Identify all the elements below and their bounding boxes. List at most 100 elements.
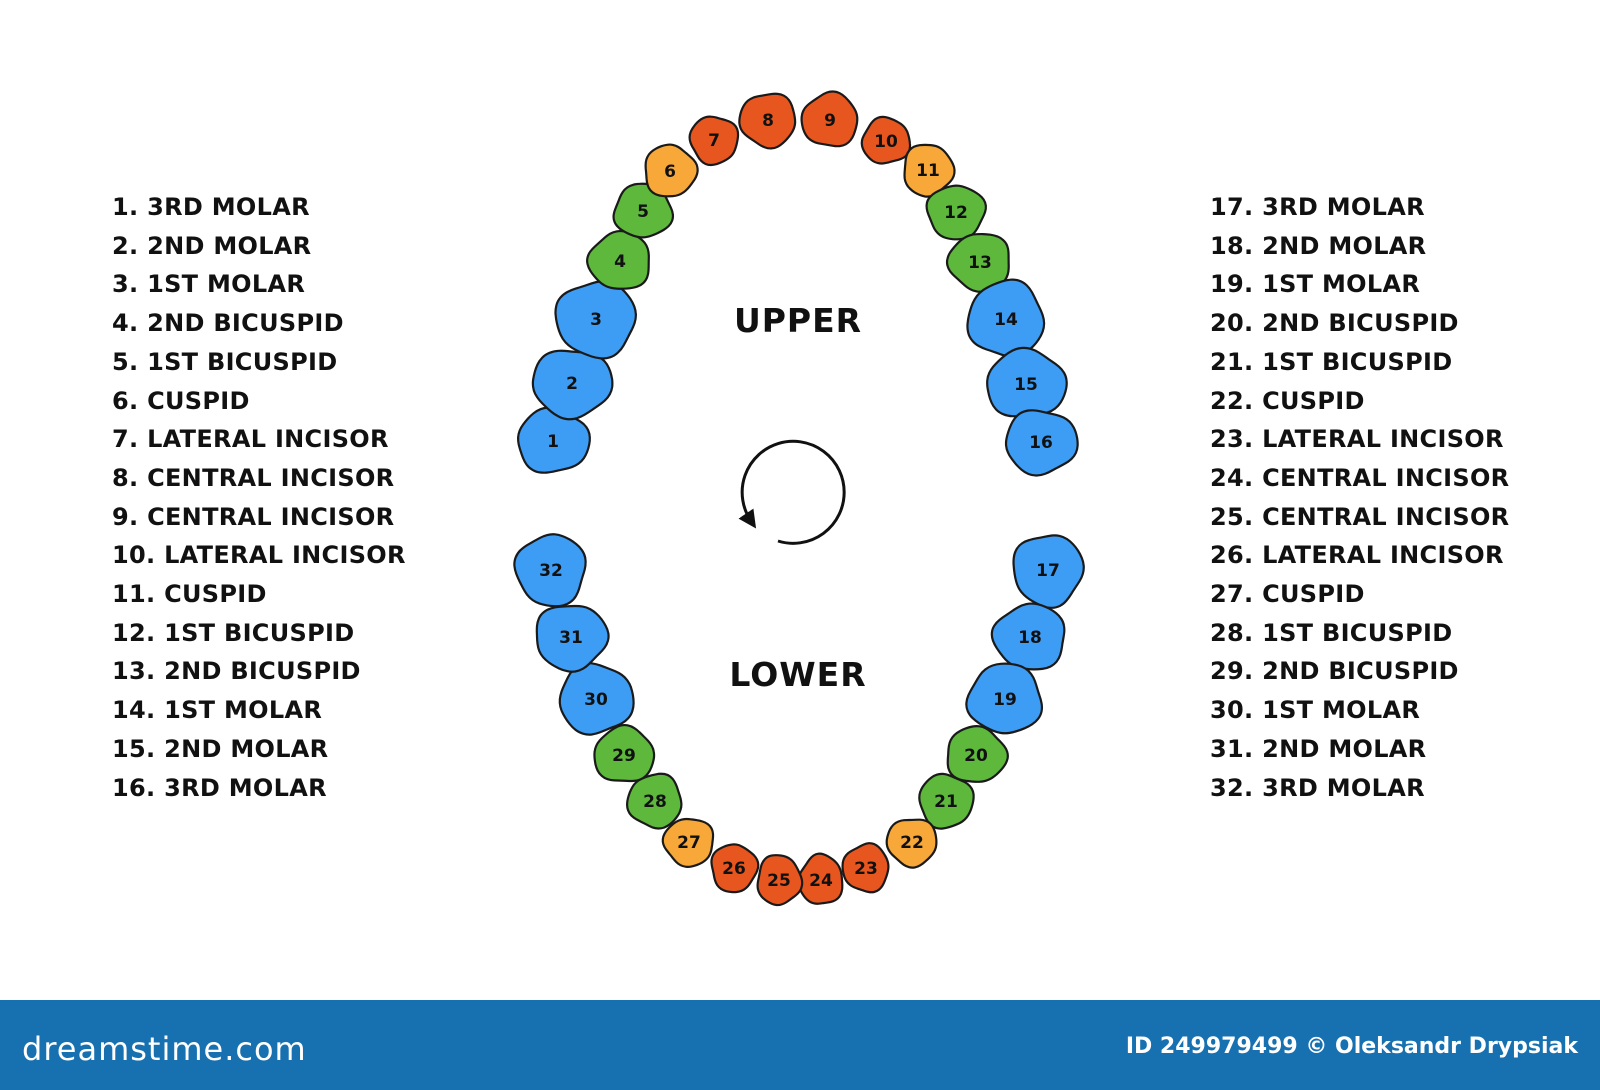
tooth-number: 30 [584, 690, 608, 710]
tooth-shape [841, 842, 890, 894]
tooth-30[interactable]: 30 [558, 661, 635, 736]
tooth-number: 21 [934, 792, 958, 812]
tooth-shape [986, 346, 1068, 418]
tooth-shape [688, 115, 740, 167]
tooth-25[interactable]: 25 [756, 854, 804, 907]
tooth-6[interactable]: 6 [644, 143, 699, 198]
tooth-17[interactable]: 17 [1012, 534, 1085, 609]
tooth-shape [756, 854, 804, 907]
tooth-shape [625, 772, 683, 830]
footer-bar: dreamstime.com ID 249979499 © Oleksandr … [0, 1000, 1600, 1090]
tooth-number: 12 [944, 203, 968, 223]
tooth-22[interactable]: 22 [885, 818, 938, 869]
legend-item: 2. 2ND MOLAR [112, 231, 312, 260]
tooth-31[interactable]: 31 [535, 604, 610, 673]
tooth-shape [593, 723, 656, 783]
tooth-shape [885, 818, 938, 869]
legend-item: 32. 3RD MOLAR [1210, 773, 1425, 802]
tooth-shape [918, 772, 975, 830]
legend-item: 20. 2ND BICUSPID [1210, 309, 1459, 338]
tooth-number: 32 [539, 561, 563, 581]
tooth-number: 4 [614, 252, 626, 272]
tooth-number: 31 [559, 628, 583, 648]
legend-item: 15. 2ND MOLAR [112, 734, 329, 763]
tooth-27[interactable]: 27 [661, 817, 715, 868]
legend-item: 31. 2ND MOLAR [1210, 734, 1427, 763]
tooth-23[interactable]: 23 [841, 842, 890, 894]
tooth-shape [535, 604, 610, 673]
tooth-number: 11 [916, 161, 940, 181]
tooth-19[interactable]: 19 [965, 662, 1044, 735]
legend-item: 17. 3RD MOLAR [1210, 193, 1425, 221]
legend-item: 14. 1ST MOLAR [112, 696, 323, 725]
tooth-number: 23 [854, 859, 878, 879]
tooth-3[interactable]: 3 [554, 280, 638, 360]
legend-item: 11. CUSPID [112, 580, 267, 608]
tooth-21[interactable]: 21 [918, 772, 975, 830]
tooth-number: 25 [767, 871, 791, 891]
tooth-number: 13 [968, 253, 992, 273]
tooth-32[interactable]: 32 [513, 533, 587, 608]
tooth-9[interactable]: 9 [800, 90, 859, 148]
tooth-number: 24 [809, 871, 833, 891]
tooth-15[interactable]: 15 [986, 346, 1068, 418]
tooth-number: 5 [637, 202, 649, 222]
legend-item: 19. 1ST MOLAR [1210, 270, 1421, 299]
tooth-18[interactable]: 18 [990, 602, 1066, 671]
legend-item: 6. CUSPID [112, 386, 250, 415]
legend-item: 21. 1ST BICUSPID [1210, 347, 1453, 376]
tooth-20[interactable]: 20 [946, 725, 1009, 783]
tooth-shape [661, 817, 715, 868]
tooth-number: 14 [994, 310, 1018, 330]
tooth-number: 3 [590, 310, 602, 330]
tooth-number: 20 [964, 746, 988, 766]
tooth-number: 7 [708, 131, 720, 151]
upper-jaw-label: UPPER [734, 301, 862, 340]
tooth-shape [644, 143, 699, 198]
tooth-shape [710, 843, 760, 894]
legend-item: 10. LATERAL INCISOR [112, 541, 406, 570]
tooth-number: 10 [874, 132, 898, 152]
legend-item: 18. 2ND MOLAR [1210, 231, 1427, 260]
legend-item: 1. 3RD MOLAR [112, 193, 310, 221]
tooth-14[interactable]: 14 [966, 278, 1046, 358]
tooth-shape [1012, 534, 1085, 609]
legend-item: 13. 2ND BICUSPID [112, 657, 361, 686]
legend-item: 24. CENTRAL INCISOR [1210, 463, 1510, 492]
tooth-26[interactable]: 26 [710, 843, 760, 894]
tooth-number: 1 [547, 432, 559, 452]
tooth-shape [1004, 409, 1079, 477]
tooth-24[interactable]: 24 [797, 852, 844, 905]
legend-item: 5. 1ST BICUSPID [112, 347, 338, 376]
image-credit: ID 249979499 © Oleksandr Drypsiak [1125, 1034, 1578, 1059]
tooth-10[interactable]: 10 [860, 115, 912, 165]
legend-item: 4. 2ND BICUSPID [112, 309, 344, 338]
tooth-number: 28 [643, 792, 667, 812]
lower-jaw-label: LOWER [729, 655, 866, 694]
tooth-number: 18 [1018, 628, 1042, 648]
tooth-number: 15 [1014, 375, 1038, 395]
legend-item: 27. CUSPID [1210, 580, 1365, 608]
tooth-shape [800, 90, 859, 148]
brand-logo[interactable]: dreamstime.com [22, 1030, 307, 1068]
tooth-16[interactable]: 16 [1004, 409, 1079, 477]
tooth-8[interactable]: 8 [738, 92, 797, 150]
tooth-number: 22 [900, 833, 924, 853]
tooth-11[interactable]: 11 [903, 143, 956, 198]
tooth-number: 29 [612, 746, 636, 766]
tooth-7[interactable]: 7 [688, 115, 740, 167]
tooth-shape [738, 92, 797, 150]
legend-item: 30. 1ST MOLAR [1210, 696, 1421, 725]
tooth-number: 6 [664, 162, 676, 182]
legend-item: 25. CENTRAL INCISOR [1210, 502, 1510, 531]
tooth-28[interactable]: 28 [625, 772, 683, 830]
legend-item: 8. CENTRAL INCISOR [112, 463, 395, 492]
tooth-number: 19 [993, 690, 1017, 710]
tooth-12[interactable]: 12 [925, 184, 988, 241]
tooth-4[interactable]: 4 [586, 229, 650, 290]
tooth-29[interactable]: 29 [593, 723, 656, 783]
tooth-shape [860, 115, 912, 165]
tooth-number: 8 [762, 111, 774, 131]
legend-item: 26. LATERAL INCISOR [1210, 541, 1504, 570]
legend-item: 16. 3RD MOLAR [112, 773, 327, 802]
